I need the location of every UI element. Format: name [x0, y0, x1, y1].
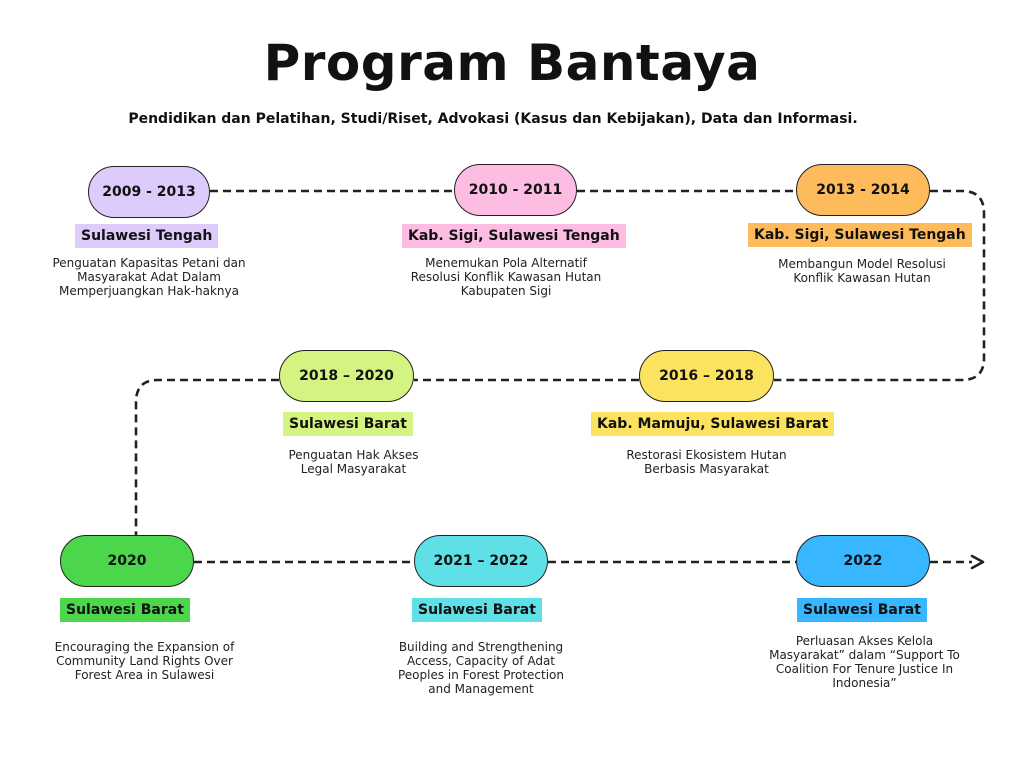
milestone-location-tag: Kab. Mamuju, Sulawesi Barat [591, 412, 835, 436]
milestone-location-tag: Sulawesi Barat [412, 598, 542, 622]
milestone-period-pill: 2010 - 2011 [454, 164, 577, 216]
milestone-description: Menemukan Pola Alternatif Resolusi Konfl… [410, 256, 602, 298]
milestone-period-pill: 2022 [796, 535, 930, 587]
milestone-period-pill: 2016 – 2018 [639, 350, 774, 402]
milestone-location-tag: Sulawesi Tengah [75, 224, 219, 248]
milestone-description: Restorasi Ekosistem Hutan Berbasis Masya… [626, 448, 787, 476]
milestone-description: Penguatan Kapasitas Petani dan Masyaraka… [52, 256, 246, 298]
milestone-period-pill: 2013 - 2014 [796, 164, 930, 216]
milestone-location-tag: Sulawesi Barat [797, 598, 927, 622]
milestone-description: Encouraging the Expansion of Community L… [54, 640, 235, 682]
milestone-description: Penguatan Hak Akses Legal Masyarakat [288, 448, 419, 476]
milestone-description: Building and Strengthening Access, Capac… [397, 640, 565, 696]
milestone-period-pill: 2009 - 2013 [88, 166, 210, 218]
milestone-location-tag: Kab. Sigi, Sulawesi Tengah [402, 224, 626, 248]
milestone-description: Membangun Model Resolusi Konflik Kawasan… [778, 257, 946, 285]
milestone-period-pill: 2020 [60, 535, 194, 587]
milestone-description: Perluasan Akses Kelola Masyarakat” dalam… [769, 634, 960, 690]
page-title: Program Bantaya [263, 34, 761, 92]
milestone-period-pill: 2018 – 2020 [279, 350, 414, 402]
timeline-path-row1 [210, 189, 986, 382]
page-subtitle: Pendidikan dan Pelatihan, Studi/Riset, A… [128, 111, 858, 127]
arrow-head-icon [970, 554, 985, 570]
timeline-path-row2 [134, 378, 639, 537]
milestone-period-pill: 2021 – 2022 [414, 535, 548, 587]
milestone-location-tag: Sulawesi Barat [283, 412, 413, 436]
milestone-location-tag: Kab. Sigi, Sulawesi Tengah [748, 223, 972, 247]
milestone-location-tag: Sulawesi Barat [60, 598, 190, 622]
